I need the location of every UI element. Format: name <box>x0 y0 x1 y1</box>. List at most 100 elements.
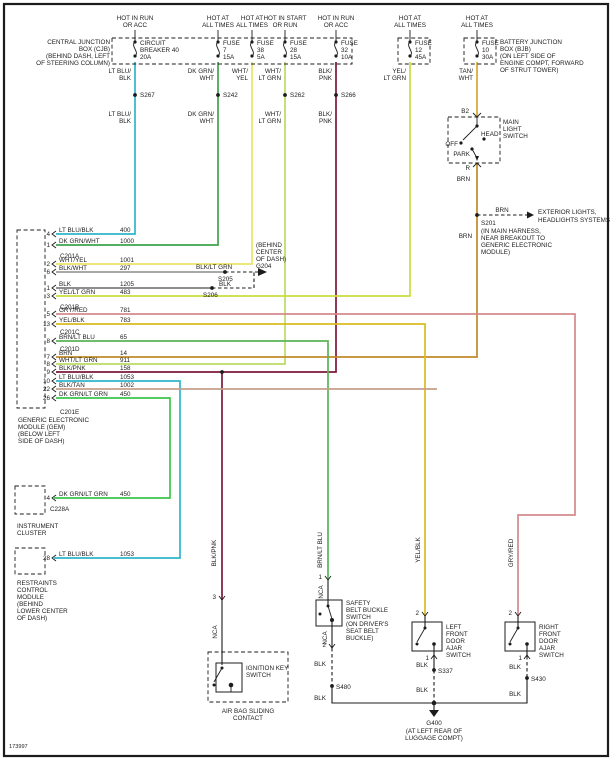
gem-circuit: 1001 <box>120 257 135 264</box>
fuse-label: 10 <box>482 47 490 54</box>
rcm-wire-color: LT BLU/BLK <box>59 551 94 558</box>
rcm-label: OF DASH) <box>17 615 47 622</box>
mls-pin-in: B2 <box>461 108 469 115</box>
door-title: FRONT <box>539 631 561 638</box>
mls-pos-head: HEAD <box>481 131 499 138</box>
cluster-box <box>14 485 46 515</box>
gem-label: GENERIC ELECTRONIC <box>18 417 89 424</box>
wire-label: WHT/ <box>265 111 281 118</box>
ignition-key-switch: BLK/PNK 3 NCA IGNITION KEY SWITCH AIR BA… <box>207 370 289 722</box>
ignition-pin: 3 <box>212 594 216 601</box>
connector-pin-symbol <box>430 654 438 660</box>
mls-arrow <box>475 156 479 161</box>
rcm-label: LOWER CENTER <box>17 608 68 615</box>
buckle-title: SAFETY <box>346 600 371 607</box>
gem-wire-color: LT BLU/BLK <box>59 374 94 381</box>
g204-id: G204 <box>256 263 272 270</box>
wire-label: PNK <box>319 75 333 82</box>
gem-rows: 4 LT BLU/BLK 400 1 DK GRN/WHT 1000 C201A… <box>43 227 135 416</box>
gem-wire-color: LT BLU/BLK <box>59 227 94 234</box>
s201-branch: BRN EXTERIOR LIGHTS, HEADLIGHTS SYSTEMS … <box>459 207 610 256</box>
fuse-symbol <box>250 30 254 58</box>
gem-circuit: 1053 <box>120 374 135 381</box>
wire-label: WHT <box>200 75 214 82</box>
airbag-contact-label: AIR BAG SLIDING <box>222 708 275 715</box>
wire-blk-to-ground <box>434 678 528 704</box>
feed-hot-label: OR ACC <box>324 22 349 29</box>
gem-wire-color: WHT/YEL <box>59 257 87 264</box>
fuse-label: 12 <box>415 47 423 54</box>
splice-note: GENERIC ELECTRONIC <box>481 242 552 249</box>
gem-circuit: 400 <box>120 227 131 234</box>
fuse-symbols <box>133 30 479 58</box>
wire-label: BRN <box>459 233 473 240</box>
gem-pin: 1 <box>46 242 50 249</box>
fuse-symbol <box>334 30 338 58</box>
mls-lever <box>462 125 478 141</box>
wire-label-vertical: GRY/RED <box>508 538 515 567</box>
wire-label: BLK <box>509 664 522 671</box>
wire-label: BLK <box>119 118 132 125</box>
nca-label: NCA <box>212 625 219 639</box>
wire-dk-grn-wht-1000 <box>56 62 219 246</box>
right-front-door-ajar-switch: GRY/RED 2 RIGHT FRONT DOOR AJAR SWITCH 1… <box>434 538 564 704</box>
buckle-title: BUCKLE) <box>346 635 373 642</box>
cjb-label: (BEHIND DASH, LEFT <box>46 53 110 60</box>
gem-pin: 2 <box>46 261 50 268</box>
gem-wire-color: BLK/PNK <box>59 365 86 372</box>
fuse-symbol <box>475 30 479 58</box>
left-door-switch-box <box>411 621 443 652</box>
gem-pin: 26 <box>43 395 51 402</box>
feed-hot-label: HOT IN START <box>263 15 306 22</box>
door-pin-in: 2 <box>415 610 419 617</box>
wire-yel-lt-grn-483 <box>56 62 411 297</box>
splice-note: MODULE) <box>481 249 510 256</box>
buckle-title: BELT BUCKLE <box>346 607 388 614</box>
door-title: DOOR <box>446 638 465 645</box>
feed-hot-label: HOT IN RUN <box>117 15 154 22</box>
mls-box <box>447 116 501 164</box>
fuse-label: 28 <box>290 47 298 54</box>
rcm-label: RESTRAINTS <box>17 580 57 587</box>
fuse-label: 30A <box>482 54 494 61</box>
connector-pin-symbol <box>51 494 57 502</box>
connector-pin-symbol <box>523 654 531 660</box>
gem-pin: 7 <box>46 354 50 361</box>
feed-hot-label: ALL TIMES <box>461 22 493 29</box>
gem-pin-symbols <box>51 230 57 402</box>
gem-wire-color: YEL/BLK <box>59 317 85 324</box>
splice-dot <box>133 93 137 97</box>
gem-pin: 22 <box>43 386 51 393</box>
gem-pin: 1 <box>46 285 50 292</box>
gem-wire-color: BLK <box>59 281 72 288</box>
wire-dk-grn-lt-grn-450 <box>54 397 171 499</box>
splice-label: S262 <box>290 92 305 99</box>
nca-label: NCA <box>318 585 325 599</box>
fuse-label: FUSE <box>415 40 432 47</box>
door-title: LEFT <box>446 624 462 631</box>
gem-circuit: 783 <box>120 317 131 324</box>
cluster-circuit: 450 <box>120 491 131 498</box>
gem-connector: C201A <box>60 253 80 260</box>
cluster-pin: 4 <box>46 495 50 502</box>
fuse-symbol <box>216 30 220 58</box>
wire-label: BLK <box>119 75 132 82</box>
wire-wht-yel-1001 <box>56 62 253 265</box>
fuse-label: 5A <box>257 54 266 61</box>
wire-label-vertical: BRN/LT BLU <box>317 532 324 568</box>
diagram-ref-number: 173997 <box>9 744 28 750</box>
wire-label-vertical: YEL/BLK <box>415 536 422 562</box>
branch-dest: EXTERIOR LIGHTS, <box>538 209 597 216</box>
gem-label: (BELOW LEFT <box>18 431 60 438</box>
wire-label: YEL <box>236 75 248 82</box>
wire-label: BLK <box>314 661 327 668</box>
restraints-control-module: 28 LT BLU/BLK 1053 RESTRAINTS CONTROL MO… <box>14 547 135 622</box>
mls-pin-out: R <box>465 165 470 172</box>
feed-hot-label: ALL TIMES <box>394 22 426 29</box>
gem-box <box>16 229 46 409</box>
gem-connector: C201D <box>60 346 80 353</box>
fuse-label: 7 <box>223 47 227 54</box>
